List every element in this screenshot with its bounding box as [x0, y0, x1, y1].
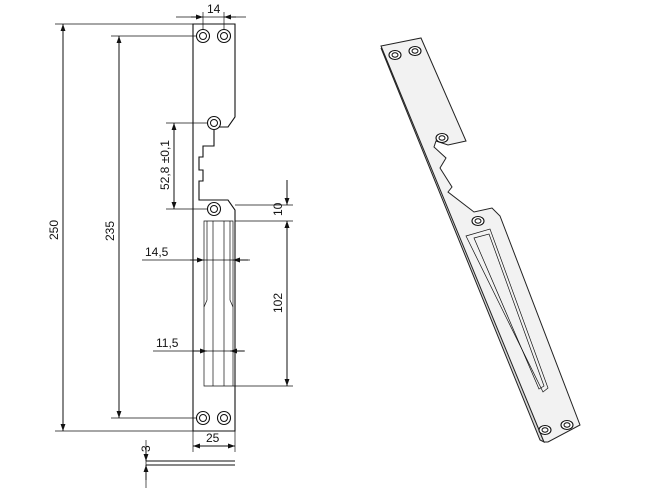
dimension-top-width: 14: [176, 2, 246, 30]
dimension-slot-lower-width: 11,5: [153, 336, 245, 354]
iso-hole-middle-lower: [471, 215, 485, 227]
dim-label-plate-width: 25: [206, 431, 220, 445]
dim-label-tolerance-gap: 52,8 ±0,1: [158, 140, 172, 190]
dim-label-slot-upper-width: 14,5: [145, 245, 169, 259]
mounting-hole-middle-upper: [206, 115, 222, 131]
dim-label-slot-length: 102: [271, 293, 285, 313]
iso-slot: [465, 228, 549, 393]
dim-label-offset: 10: [271, 202, 285, 216]
dimension-offset: 10: [235, 180, 293, 240]
mounting-hole-bottom-right: [216, 410, 232, 426]
dim-label-top-width: 14: [207, 2, 221, 16]
dim-label-slot-lower-width: 11,5: [156, 336, 179, 350]
dimension-thickness: 3: [139, 440, 235, 488]
dimension-overall-length: 250: [47, 23, 193, 432]
mounting-hole-middle-lower: [206, 201, 222, 217]
iso-hole-top-right: [408, 45, 422, 57]
iso-hole-top-left: [388, 49, 402, 61]
dimension-plate-width: 25: [192, 431, 236, 452]
dim-label-thickness: 3: [139, 445, 153, 452]
mounting-hole-bottom-left: [195, 410, 211, 426]
mounting-hole-top-right: [216, 28, 232, 44]
slot-narrowing: [203, 221, 234, 386]
mounting-hole-top-left: [195, 28, 211, 44]
dimension-hole-spacing: 235: [103, 35, 197, 419]
dim-label-overall-length: 250: [47, 220, 61, 240]
dimension-slot-length: 102: [233, 221, 293, 387]
strike-plate-outline: [192, 23, 236, 432]
dimension-slot-upper-width: 14,5: [142, 245, 250, 263]
isometric-view: [380, 37, 581, 444]
dim-label-hole-spacing: 235: [103, 221, 117, 241]
iso-plate-face: [380, 37, 581, 443]
iso-hole-bottom-right: [560, 419, 574, 431]
front-view: [192, 23, 236, 432]
iso-hole-middle-upper: [435, 132, 449, 144]
iso-hole-bottom-left: [538, 424, 552, 436]
dimension-tolerance-gap: 52,8 ±0,1: [158, 122, 208, 210]
iso-slot-inner: [473, 233, 545, 390]
